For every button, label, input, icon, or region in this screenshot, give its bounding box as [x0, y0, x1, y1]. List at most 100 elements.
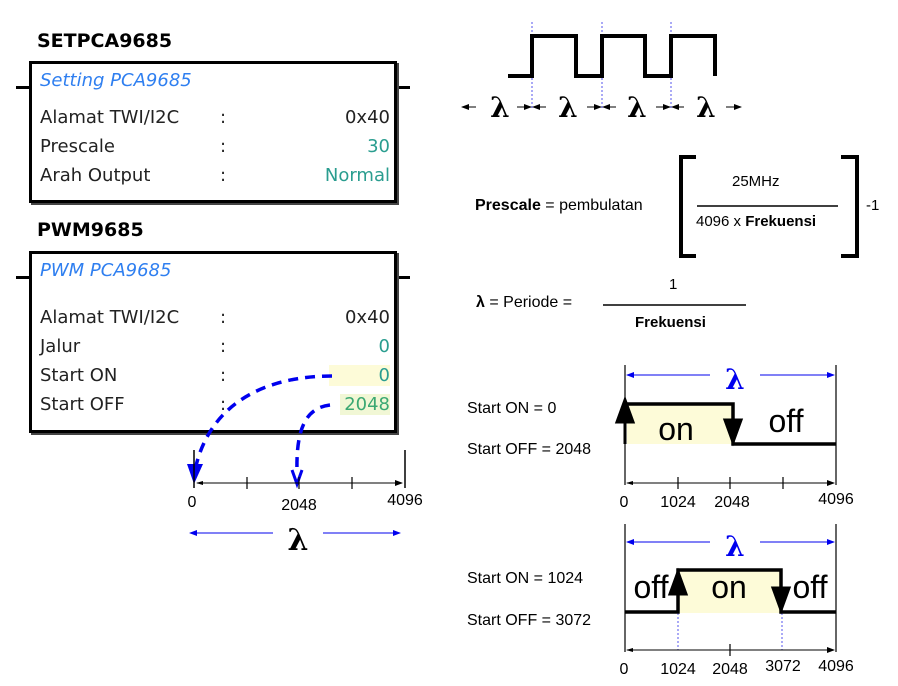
pwm-block-title: PWM9685 — [37, 219, 144, 241]
row-separator: : — [220, 336, 227, 357]
prescale-formula-lhs: Prescale = pembulatan — [475, 197, 643, 215]
row-label: Start OFF — [40, 394, 125, 415]
diagram-line — [626, 648, 633, 652]
setpca-input-pin — [16, 86, 30, 89]
scale-axis-left-arrow — [196, 481, 203, 485]
scale-tick-label-2048: 2048 — [281, 497, 317, 514]
row-label: Jalur — [40, 336, 81, 357]
diagram-line — [626, 481, 633, 485]
period-denominator: Frekuensi — [635, 314, 706, 331]
timing1-tick-1024: 1024 — [660, 494, 696, 511]
timing1-start-off: Start OFF = 2048 — [467, 441, 591, 458]
setpca-subtitle: Setting PCA9685 — [40, 70, 192, 91]
left-bracket — [679, 155, 696, 258]
scale-lambda-symbol: λ — [287, 523, 308, 558]
pwm-output-pin — [396, 276, 410, 279]
on-region-fill — [678, 570, 781, 613]
row-label: Arah Output — [40, 165, 151, 186]
timing2-start-on: Start ON = 1024 — [467, 570, 583, 587]
start-on-dashed-arrow — [193, 374, 333, 471]
pwm-row-start-on[interactable]: Start ON : 0 — [40, 365, 390, 393]
pwm-input-pin — [16, 276, 30, 279]
scale-tick-label-4096: 4096 — [387, 492, 423, 509]
denominator-prefix: 4096 x — [696, 213, 746, 230]
pwm-block[interactable]: PWM PCA9685 Alamat TWI/I2C : 0x40 Jalur … — [29, 251, 397, 433]
row-value: 0x40 — [344, 107, 390, 128]
row-value-highlighted: 2048 — [340, 394, 390, 415]
wave-lambda: λ — [490, 91, 510, 124]
pwm-subtitle: PWM PCA9685 — [40, 260, 172, 281]
row-separator: : — [220, 307, 227, 328]
prescale-suffix: -1 — [866, 197, 880, 214]
timing2-tick-0: 0 — [620, 661, 629, 678]
square-wave: λ λ λ λ — [461, 22, 742, 124]
timing1-on-label: on — [658, 411, 694, 447]
denominator-frequency: Frekuensi — [745, 213, 817, 230]
scale-tick-label-0: 0 — [188, 494, 197, 511]
prescale-label: Prescale — [475, 197, 541, 214]
prescale-formula-graphics — [603, 155, 859, 306]
timing-diagram-1: λ on off 0 1024 2048 4096 Start ON = 0 S… — [467, 363, 854, 511]
square-wave-signal — [508, 34, 717, 78]
start-off-arrowhead — [290, 469, 304, 489]
period-numerator: 1 — [669, 276, 678, 293]
row-separator: : — [220, 107, 227, 128]
timing1-off-label: off — [769, 403, 804, 439]
timing1-lambda: λ — [725, 363, 745, 396]
falling-edge-arrow-icon — [770, 570, 792, 615]
row-separator: : — [220, 165, 227, 186]
row-separator: : — [220, 394, 227, 415]
period-equals-text: = Periode = — [484, 294, 573, 311]
timing2-tick-4096: 4096 — [818, 658, 854, 675]
timing2-off-left-label: off — [634, 569, 669, 605]
timing1-tick-0: 0 — [620, 494, 629, 511]
rising-edge-arrow-icon — [614, 395, 636, 444]
timing2-on-label: on — [711, 569, 747, 605]
period-formula-lhs: λ = Periode = — [476, 294, 572, 312]
timing2-off-right-label: off — [793, 569, 828, 605]
lambda-symbol: λ — [476, 294, 485, 311]
setpca-row-output-direction[interactable]: Arah Output : Normal — [40, 165, 390, 193]
row-value: 30 — [367, 136, 390, 157]
timing-diagram-2: λ off on off 0 1024 2048 3072 4096 Start… — [467, 524, 854, 678]
row-label: Alamat TWI/I2C — [40, 307, 180, 328]
wave-lambda: λ — [696, 91, 716, 124]
wave-lambda: λ — [558, 91, 578, 124]
rising-edge-arrow-icon — [667, 567, 689, 612]
pwm-row-channel[interactable]: Jalur : 0 — [40, 336, 390, 364]
row-value-highlighted: 0 — [328, 365, 390, 386]
row-value: 0 — [378, 336, 390, 357]
timing2-tick-2048: 2048 — [712, 661, 748, 678]
start-off-dashed-arrow — [295, 403, 331, 473]
row-label: Alamat TWI/I2C — [40, 107, 180, 128]
pwm-row-start-off[interactable]: Start OFF : 2048 — [40, 394, 390, 422]
timing2-start-off: Start OFF = 3072 — [467, 612, 591, 629]
prescale-equals-text: = pembulatan — [540, 197, 643, 214]
timing1-tick-4096: 4096 — [818, 491, 854, 508]
on-region-fill — [627, 404, 733, 444]
start-on-arrowhead — [187, 464, 203, 484]
timing1-tick-2048: 2048 — [714, 494, 750, 511]
timing2-lambda: λ — [725, 530, 745, 563]
left-scale: 0 2048 4096 λ — [188, 450, 423, 558]
wave-lambda: λ — [627, 91, 647, 124]
setpca-block[interactable]: Setting PCA9685 Alamat TWI/I2C : 0x40 Pr… — [29, 61, 397, 203]
setpca-row-address[interactable]: Alamat TWI/I2C : 0x40 — [40, 107, 390, 135]
prescale-denominator: 4096 x Frekuensi — [696, 213, 816, 230]
row-separator: : — [220, 136, 227, 157]
timing2-signal — [625, 568, 836, 614]
prescale-numerator: 25MHz — [732, 173, 780, 190]
row-label: Start ON — [40, 365, 118, 386]
setpca-row-prescale[interactable]: Prescale : 30 — [40, 136, 390, 164]
row-separator: : — [220, 365, 227, 386]
row-label: Prescale — [40, 136, 115, 157]
falling-edge-arrow-icon — [722, 404, 744, 447]
setpca-block-title: SETPCA9685 — [37, 30, 173, 52]
row-value: 0x40 — [344, 307, 390, 328]
right-bracket — [841, 155, 859, 258]
setpca-output-pin — [396, 86, 410, 89]
timing2-tick-3072: 3072 — [765, 658, 801, 675]
pwm-row-address[interactable]: Alamat TWI/I2C : 0x40 — [40, 307, 390, 335]
row-value: Normal — [324, 165, 390, 186]
